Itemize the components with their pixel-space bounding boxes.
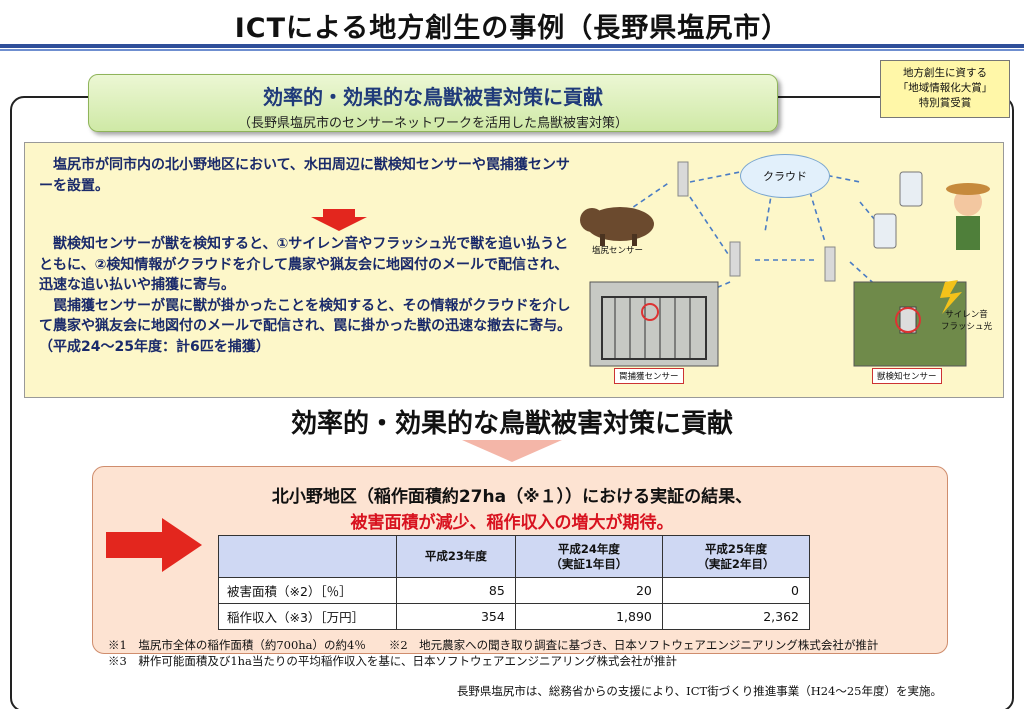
results-summary: 北小野地区（稲作面積約27ha（※１））における実証の結果、	[271, 487, 753, 507]
table-header-fy25: 平成25年度 （実証2年目）	[661, 535, 811, 578]
description: 塩尻市が同市内の北小野地区において、水田周辺に獣検知センサーや罠捕獲センサーを設…	[39, 155, 579, 357]
award-box: 地方創生に資する 「地域情報化大賞」 特別賞受賞	[880, 60, 1010, 118]
table-header-fy23: 平成23年度	[396, 535, 516, 578]
header-fy24-sub: （実証1年目）	[550, 556, 628, 571]
link-sensor-a	[625, 181, 671, 213]
boar-icon	[580, 207, 654, 246]
cell-income-fy24: 1,890	[514, 603, 663, 630]
table-header-blank	[218, 535, 397, 578]
footnote-1: ※1 塩尻市全体の稲作面積（約700ha）の約4％ ※2 地元農家への聞き取り調…	[108, 638, 879, 652]
footnotes: ※1 塩尻市全体の稲作面積（約700ha）の約4％ ※2 地元農家への聞き取り調…	[108, 637, 968, 669]
cell-income-fy25: 2,362	[661, 603, 811, 630]
down-triangle-icon	[462, 440, 562, 462]
link-cloud-c	[809, 191, 826, 243]
middle-heading: 効率的・効果的な鳥獣被害対策に貢献	[290, 409, 733, 439]
area-sensor-label: 塩尻センサー	[592, 246, 644, 256]
description-paragraph-1: 塩尻市が同市内の北小野地区において、水田周辺に獣検知センサーや罠捕獲センサーを設…	[39, 157, 570, 194]
headline-sub: （長野県塩尻市のセンサーネットワークを活用した鳥獣被害対策）	[237, 116, 628, 131]
cell-income-fy23: 354	[396, 603, 516, 630]
table-row: 被害面積（※2）［％］ 85 20 0	[218, 577, 811, 604]
siren-label-2: フラッシュ光	[941, 322, 993, 332]
farmer-icon	[946, 183, 990, 250]
right-arrow-icon	[106, 518, 202, 572]
row-label-income: 稲作収入（※3）［万円］	[218, 603, 397, 630]
row-label-damage: 被害面積（※2）［％］	[218, 577, 397, 604]
title-rule	[0, 44, 1024, 48]
header-fy25-sub: （実証2年目）	[697, 556, 775, 571]
sensor-network-diagram	[580, 161, 990, 367]
headline-banner: 効率的・効果的な鳥獣被害対策に貢献 （長野県塩尻市のセンサーネットワークを活用し…	[88, 74, 778, 132]
table-row: 稲作収入（※3）［万円］ 354 1,890 2,362	[218, 603, 811, 630]
cloud-icon: クラウド	[740, 154, 830, 198]
link-cloud-phone2	[859, 201, 886, 233]
award-line-3: 特別賞受賞	[918, 97, 972, 109]
phone-icons	[873, 171, 923, 249]
siren-label: サイレン音 フラッシュ光	[941, 308, 992, 332]
table-header-fy24: 平成24年度 （実証1年目）	[514, 535, 663, 578]
table-header-row: 平成23年度 平成24年度 （実証1年目） 平成25年度 （実証2年目）	[218, 535, 811, 578]
headline-main: 効率的・効果的な鳥獣被害対策に貢献	[263, 85, 603, 109]
cell-damage-fy24: 20	[514, 577, 663, 604]
footer-note: 長野県塩尻市は、総務省からの支援により、ICT街づくり推進事業（H24～25年度…	[456, 684, 942, 698]
trap-photo	[589, 281, 719, 367]
header-fy24-label: 平成24年度	[557, 541, 620, 556]
award-line-2: 「地域情報化大賞」	[897, 82, 993, 94]
info-panel: 塩尻市が同市内の北小野地区において、水田周辺に獣検知センサーや罠捕獲センサーを設…	[24, 142, 1004, 398]
header-fy23-label: 平成23年度	[424, 549, 487, 563]
trap-sensor-tag: 罠捕獲センサー	[614, 368, 684, 384]
award-line-1: 地方創生に資する	[903, 67, 987, 79]
page-title: ICTによる地方創生の事例（長野県塩尻市）	[234, 13, 790, 44]
title-rule-thin	[0, 49, 1024, 51]
relay-sensor-icons	[677, 161, 836, 282]
siren-label-1: サイレン音	[945, 310, 988, 320]
footnote-2: ※3 耕作可能面積及び1ha当たりの平均稲作収入を基に、日本ソフトウェアエンジニ…	[108, 654, 678, 668]
link-a-cloud	[689, 171, 741, 183]
description-paragraph-2: 獣検知センサーが獣を検知すると、①サイレン音やフラッシュ光で獣を追い払うとともに…	[39, 236, 569, 293]
down-arrow-icon	[311, 209, 367, 231]
detector-sensor-tag: 獣検知センサー	[872, 368, 942, 384]
description-paragraph-3: 罠捕獲センサーが罠に獣が掛かったことを検知すると、その情報がクラウドを介して農家…	[39, 297, 572, 355]
header-fy25-label: 平成25年度	[704, 541, 767, 556]
cell-damage-fy23: 85	[396, 577, 516, 604]
cell-damage-fy25: 0	[661, 577, 811, 604]
link-a-b	[689, 196, 731, 258]
detector-photo	[853, 280, 967, 367]
results-table: 平成23年度 平成24年度 （実証1年目） 平成25年度 （実証2年目） 被害面…	[218, 535, 811, 630]
results-highlight: 被害面積が減少、稲作収入の増大が期待。	[350, 513, 674, 533]
